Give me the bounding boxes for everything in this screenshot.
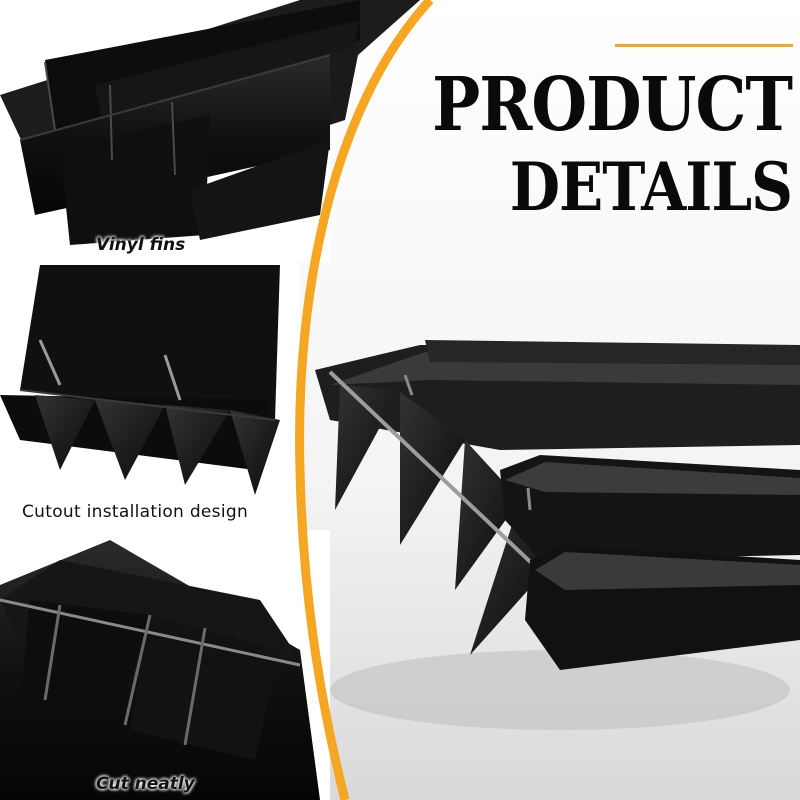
caption-cut-neatly: Cut neatly: [96, 774, 195, 794]
orange-arc: [295, 0, 434, 800]
heading-line-1: PRODUCT: [432, 62, 793, 149]
shadow: [330, 650, 790, 730]
photo-vinyl-fins: [0, 0, 420, 262]
accent-line: [615, 44, 793, 47]
heading-line-2: DETAILS: [509, 148, 793, 227]
product-render: [315, 340, 800, 670]
caption-vinyl-fins: Vinyl fins: [96, 235, 186, 255]
photo-cut-neatly: [0, 530, 330, 800]
caption-cutout-installation: Cutout installation design: [22, 502, 249, 522]
photo-cutout-design: [0, 265, 290, 495]
